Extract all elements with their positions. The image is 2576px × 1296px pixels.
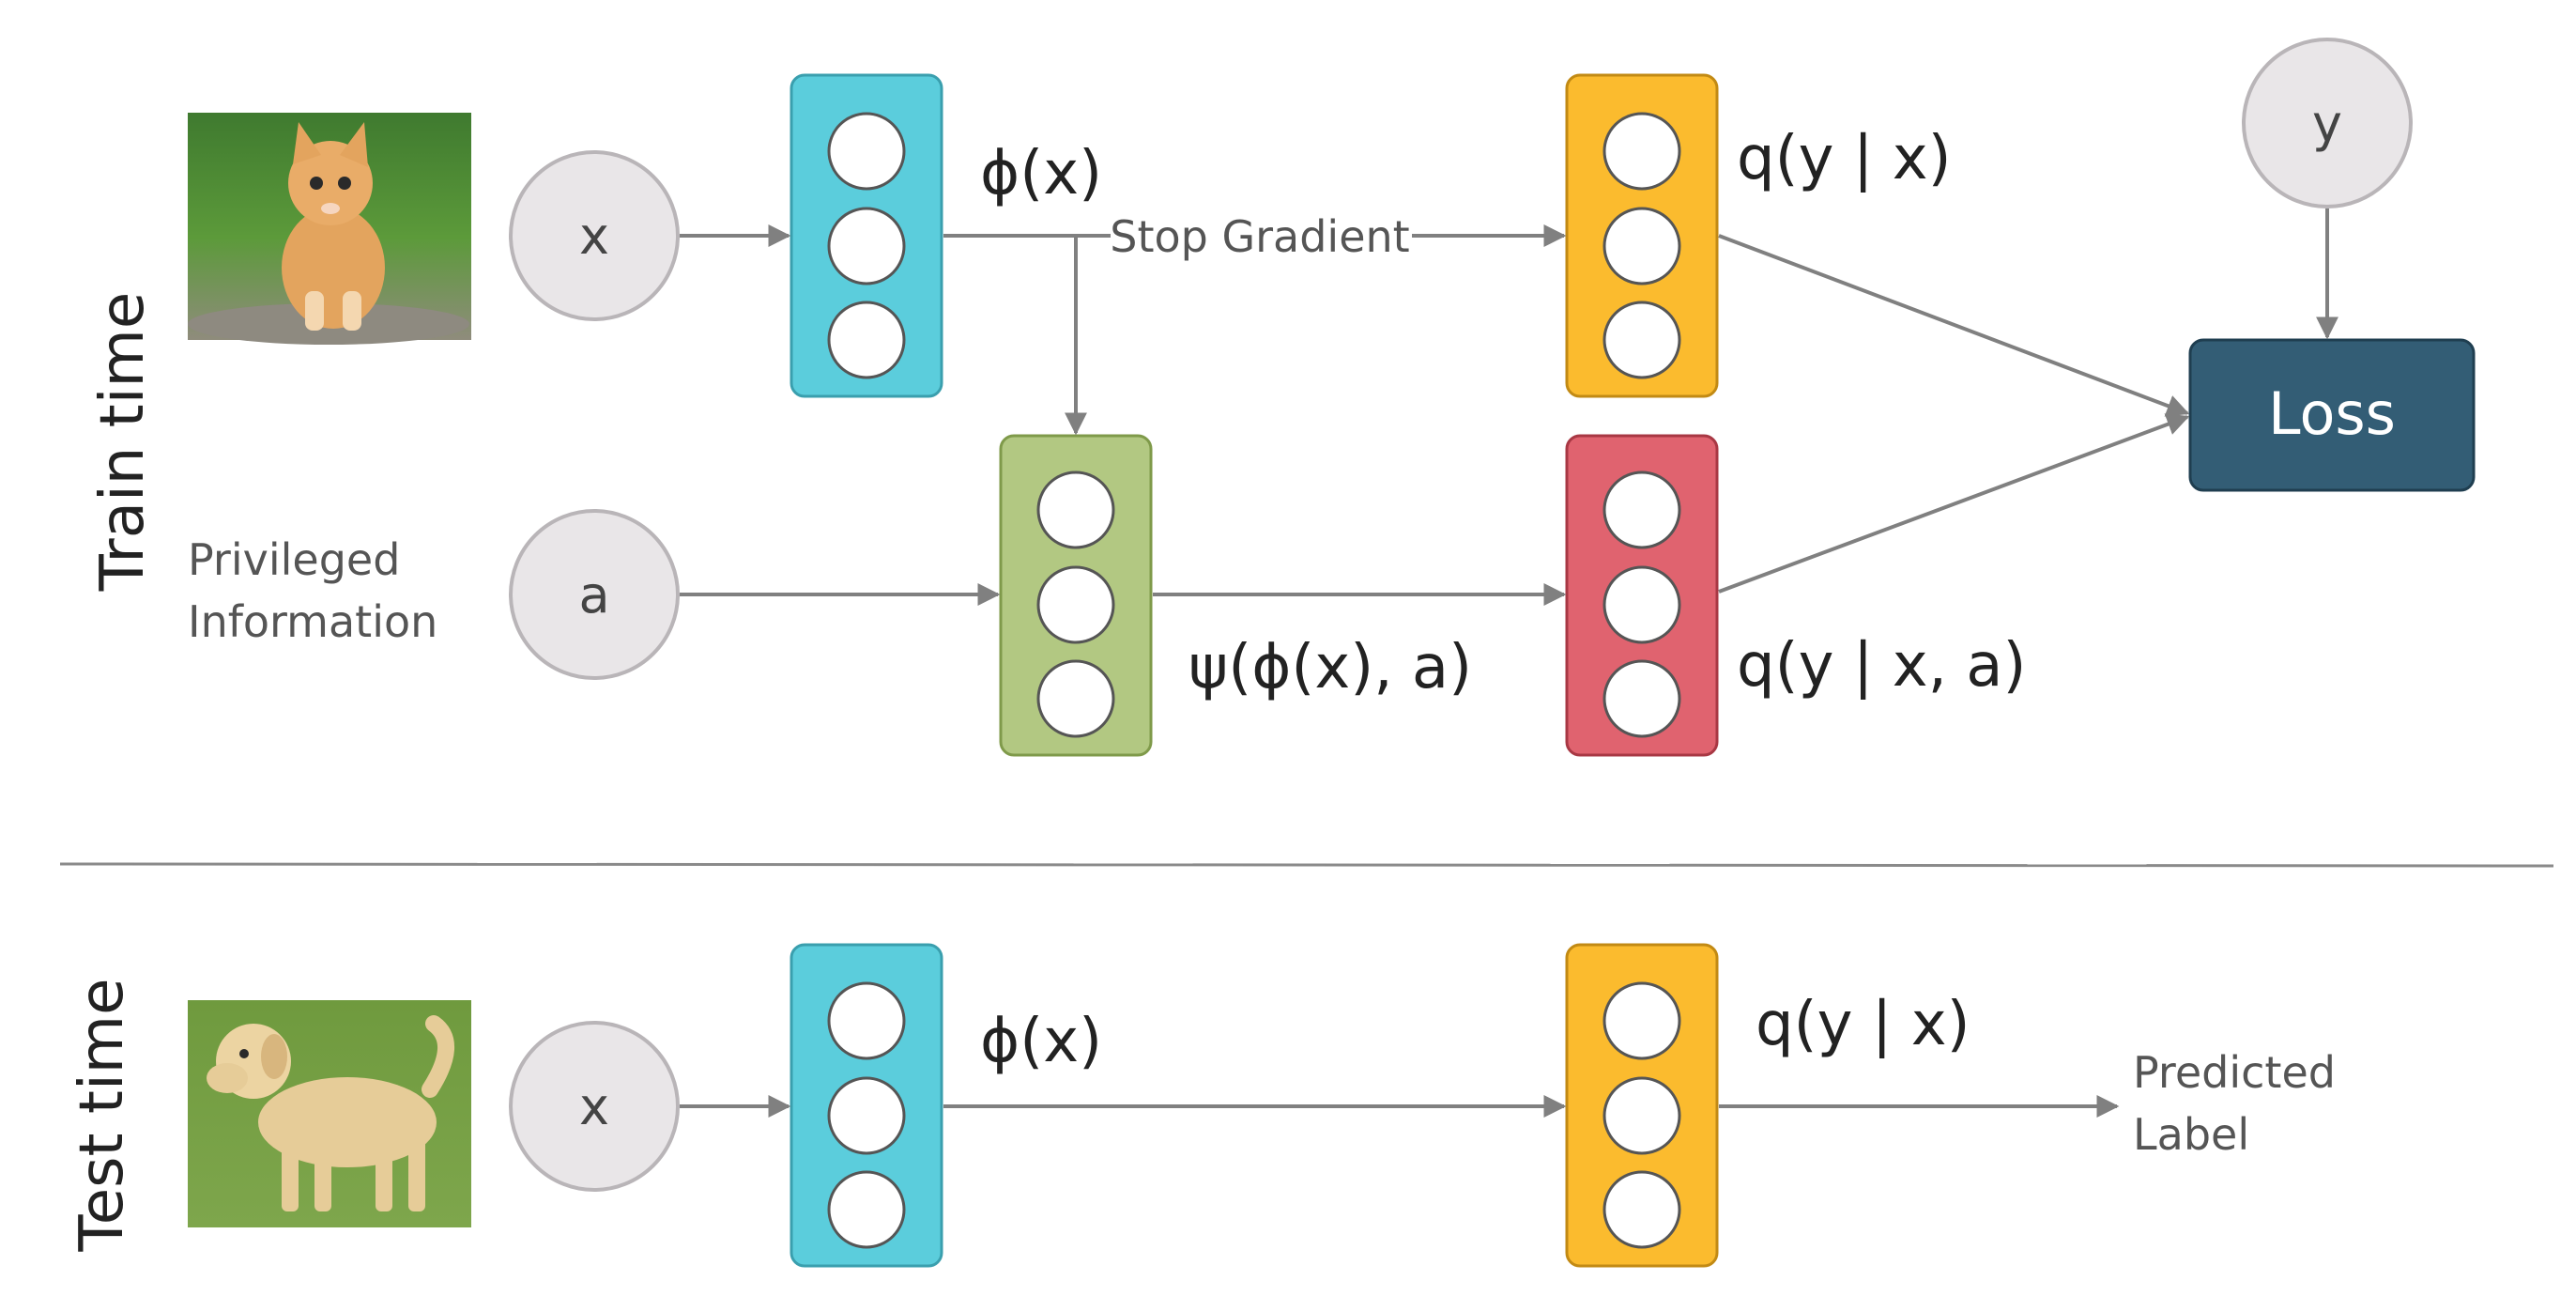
q-yx-head-test [1565, 943, 1719, 1268]
q-yxa-head [1565, 434, 1719, 757]
kitten-image [188, 113, 471, 345]
section-divider [59, 862, 2554, 868]
phi-label-test: ϕ(x) [980, 1007, 1102, 1076]
privileged-node-a-label: a [578, 565, 609, 625]
stop-gradient-label: Stop Gradient [1110, 211, 1409, 262]
input-node-x-label: x [579, 207, 609, 266]
target-node-y-label: y [2312, 94, 2342, 153]
psi-module [999, 434, 1153, 757]
input-node-x-test [509, 1021, 680, 1192]
privileged-information-label-2: Information [188, 596, 437, 647]
input-node-x [509, 150, 680, 321]
edge-qyx-to-loss [1718, 234, 2190, 417]
loss-box [2188, 338, 2476, 492]
predicted-label-text-2: Label [2133, 1109, 2249, 1160]
test-time-label: Test time [68, 979, 137, 1253]
q-yx-head-train [1565, 73, 1719, 398]
q-yx-label-test: q(y | x) [1756, 990, 1970, 1059]
target-node-y [2242, 38, 2413, 208]
loss-label: Loss [2268, 379, 2396, 448]
phi-label-train: ϕ(x) [980, 139, 1102, 208]
q-yx-label-train: q(y | x) [1737, 124, 1952, 193]
predicted-label-text: Predicted [2133, 1047, 2336, 1098]
privileged-node-a [509, 509, 680, 680]
phi-encoder-train [790, 73, 943, 398]
train-time-label: Train time [88, 292, 158, 593]
psi-label: ψ(ϕ(x), a) [1188, 633, 1472, 702]
q-yxa-label: q(y | x, a) [1737, 631, 2026, 701]
phi-encoder-test [790, 943, 943, 1268]
dog-image [188, 1000, 471, 1227]
input-node-x-test-label: x [579, 1077, 609, 1136]
edge-qyxa-to-loss [1718, 413, 2190, 594]
privileged-information-label: Privileged [188, 534, 400, 585]
